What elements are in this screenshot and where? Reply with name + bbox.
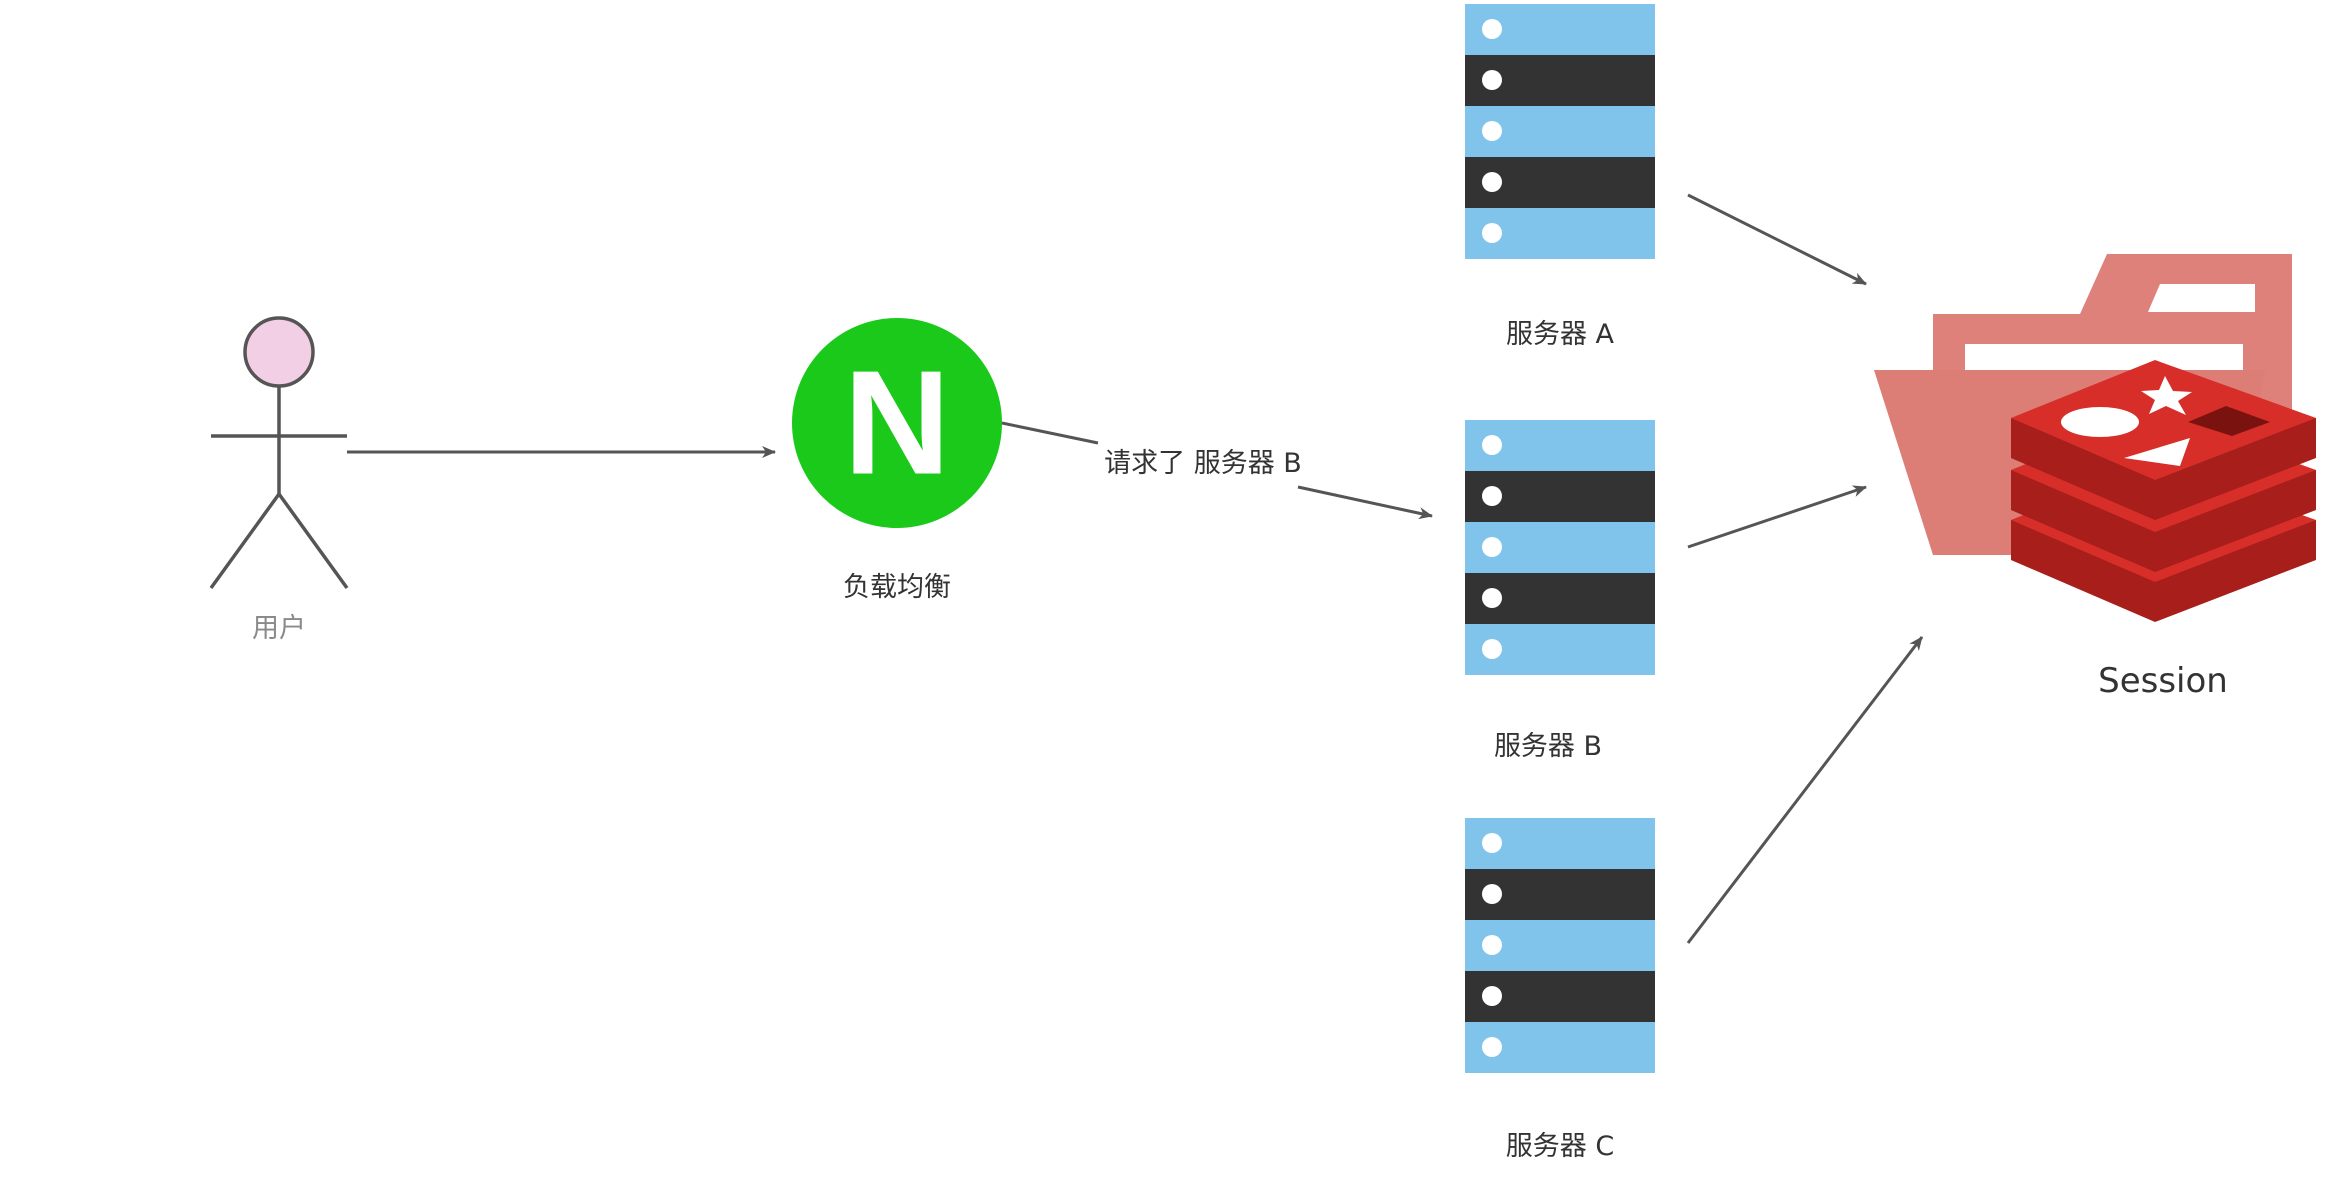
server-b-label: 服务器 B: [1494, 731, 1602, 762]
edge-lb-to-server-b-start: [1001, 421, 1099, 445]
load-balancer-label: 负载均衡: [843, 572, 951, 603]
server-b-node[interactable]: 服务器 B: [1465, 420, 1655, 762]
nginx-icon: N: [792, 318, 1002, 528]
server-a-node[interactable]: 服务器 A: [1465, 4, 1655, 350]
server-rack-icon: [1465, 818, 1655, 1073]
edge-server-a-to-session: [1687, 193, 1867, 286]
edge-server-b-to-session: [1687, 485, 1867, 549]
edges: 请求了 服务器 B: [347, 193, 1924, 944]
redis-icon: [2011, 360, 2316, 622]
server-c-node[interactable]: 服务器 C: [1465, 818, 1655, 1162]
server-rack-icon: [1465, 4, 1655, 259]
server-rack-icon: [1465, 420, 1655, 675]
server-a-label: 服务器 A: [1506, 319, 1615, 350]
user-stick-figure-icon: [209, 316, 349, 590]
nginx-glyph: N: [844, 341, 951, 506]
edge-lb-to-server-b-end: [1297, 485, 1433, 520]
session-label: Session: [2098, 661, 2228, 701]
edge-lb-to-server-b-label: 请求了 服务器 B: [1104, 448, 1302, 479]
load-balancer-node[interactable]: N 负载均衡: [792, 318, 1002, 603]
session-node[interactable]: Session: [1874, 254, 2316, 701]
user-node[interactable]: 用户: [209, 316, 349, 644]
edge-server-c-to-session: [1686, 636, 1924, 944]
user-label: 用户: [252, 613, 306, 644]
server-c-label: 服务器 C: [1506, 1131, 1614, 1162]
